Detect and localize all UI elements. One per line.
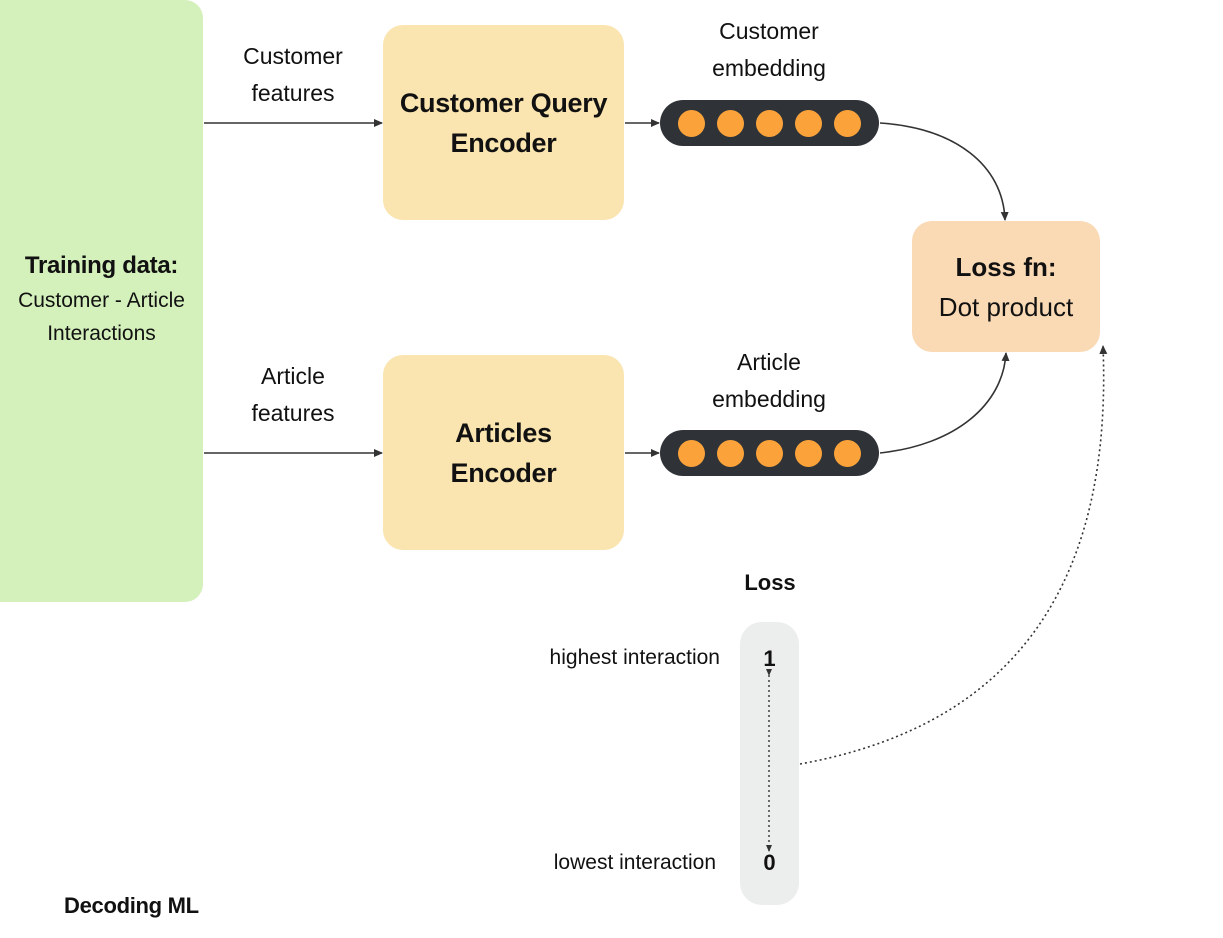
article-features-label: Article features — [223, 358, 363, 432]
embedding-dot — [678, 439, 705, 467]
customer-features-label: Customer features — [223, 38, 363, 112]
loss-scale-top-value: 1 — [763, 646, 776, 671]
customer-query-encoder: Customer Query Encoder — [383, 25, 624, 220]
loss-scale-title: Loss — [744, 570, 796, 595]
embedding-dot — [795, 109, 822, 137]
training-data-title: Training data: — [24, 252, 179, 279]
customer-features-label-line-2: features — [251, 80, 335, 106]
articles-encoder: Articles Encoder — [383, 355, 624, 550]
training-data-line-1: Customer - Article — [18, 289, 185, 312]
loss-function-subtitle: Dot product — [938, 291, 1074, 322]
customer-embedding-label-line-1: Customer — [719, 18, 819, 44]
customer-embedding-vector — [660, 100, 879, 146]
articles-encoder-line-2: Encoder — [450, 457, 557, 488]
loss-function-box: Loss fn: Dot product — [912, 221, 1100, 352]
lowest-interaction-label: lowest interaction — [553, 851, 716, 874]
brand-label: Decoding ML — [64, 893, 199, 918]
customer-embedding-to-loss-arrow — [879, 122, 1009, 221]
customer-embedding-label: Customer embedding — [684, 13, 854, 87]
article-embedding-label: Article embedding — [684, 344, 854, 418]
embedding-dot — [834, 109, 861, 137]
embedding-dot — [834, 439, 861, 467]
article-embedding-to-loss-arrow — [879, 352, 1010, 454]
articles-encoder-line-1: Articles — [455, 417, 552, 448]
embedding-dot — [717, 439, 744, 467]
embedding-dot — [717, 109, 744, 137]
highest-interaction-label: highest interaction — [549, 646, 720, 669]
article-embedding-label-line-2: embedding — [712, 386, 826, 412]
embedding-dot — [795, 439, 822, 467]
embedding-dot — [678, 109, 705, 137]
article-features-label-line-1: Article — [261, 363, 325, 389]
customer-encoder-line-2: Encoder — [450, 127, 557, 158]
training-data-panel: Training data: Customer - Article Intera… — [0, 0, 203, 602]
article-features-label-line-2: features — [251, 400, 335, 426]
customer-features-label-line-1: Customer — [243, 43, 343, 69]
article-embedding-label-line-1: Article — [737, 349, 801, 375]
customer-embedding-label-line-2: embedding — [712, 55, 826, 81]
loss-scale-bottom-value: 0 — [763, 850, 776, 875]
embedding-dot — [756, 109, 783, 137]
embedding-dot — [756, 439, 783, 467]
customer-encoder-line-1: Customer Query — [399, 87, 608, 118]
article-embedding-vector — [660, 430, 879, 476]
training-data-line-2: Interactions — [47, 322, 156, 345]
loss-function-title: Loss fn: — [955, 251, 1057, 282]
